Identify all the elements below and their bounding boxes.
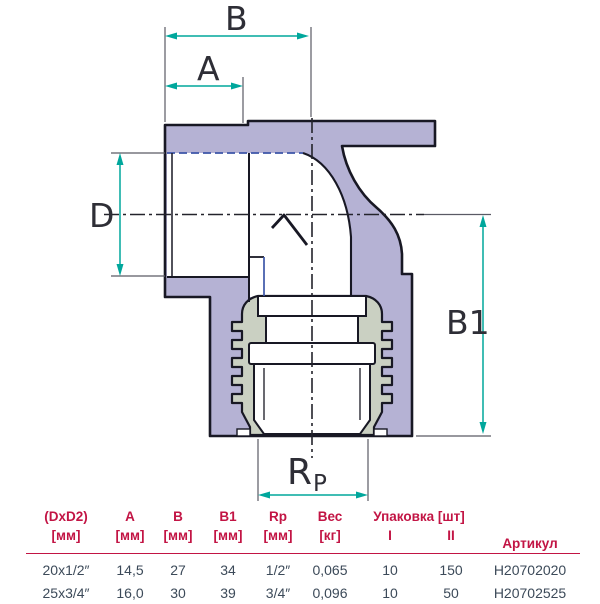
cell-a: 16,0 <box>116 584 144 601</box>
cell-pack-i: 10 <box>382 561 398 578</box>
table-header-row-1: (DxD2) A B B1 Rp Вес Упаковка [шт] Артик… <box>26 506 581 554</box>
dimension-label-a: A <box>197 49 220 88</box>
bottom-notch-right <box>373 428 388 437</box>
col-header-ves: Вес <box>317 509 343 525</box>
elbow-fitting-diagram: B A D B1 R P <box>89 0 491 501</box>
dimension-label-rp-r: R <box>287 452 312 493</box>
cell-rp: 3/4″ <box>265 584 291 601</box>
cell-dxd2: 20x1/2″ <box>42 561 90 578</box>
cell-dxd2: 25x3/4″ <box>42 584 90 601</box>
cell-rp: 1/2″ <box>265 561 291 578</box>
dimension-label-b1: B1 <box>446 303 490 342</box>
cell-pack-i: 10 <box>382 584 398 601</box>
dimension-lines <box>119 35 484 496</box>
table-header-row-2: [мм] [мм] [мм] [мм] [мм] [кг] I II <box>26 526 580 554</box>
cell-ves: 0,065 <box>312 561 348 578</box>
bottom-notch-left <box>236 428 251 437</box>
spec-table: (DxD2) A B B1 Rp Вес Упаковка [шт] Артик… <box>26 506 581 604</box>
col-unit-ves: [кг] <box>302 526 358 554</box>
cell-art: H20702525 <box>493 584 567 601</box>
socket-and-elbow-bore <box>167 153 351 340</box>
cell-b: 30 <box>170 584 186 601</box>
col-header-dxd2: (DxD2) <box>44 509 88 525</box>
table-row: 20x1/2″ 14,5 27 34 1/2″ 0,065 10 150 H20… <box>26 554 580 582</box>
cell-art: H20702020 <box>493 561 567 578</box>
table-row: 25x3/4″ 16,0 30 39 3/4″ 0,096 10 50 H207… <box>26 581 580 604</box>
cell-pack-ii: 150 <box>439 561 463 578</box>
dimension-label-rp-p: P <box>313 471 327 497</box>
technical-drawing: B A D B1 R P <box>89 0 491 501</box>
chamfer-mark <box>270 213 309 246</box>
col-unit-rp: [мм] <box>254 526 302 554</box>
dimension-label-d: D <box>89 196 114 235</box>
cell-ves: 0,096 <box>312 584 348 601</box>
edge-lines <box>167 152 353 302</box>
col-unit-dxd2: [мм] <box>26 526 106 554</box>
col-header-pack-ii: II <box>422 526 481 554</box>
dimension-arrows <box>116 32 487 499</box>
cell-b1: 39 <box>220 584 236 601</box>
col-header-pack-i: I <box>358 526 422 554</box>
col-unit-b1: [мм] <box>202 526 254 554</box>
col-unit-b: [мм] <box>154 526 202 554</box>
centerlines <box>104 118 424 458</box>
col-header-b1: B1 <box>219 509 237 525</box>
col-header-a: A <box>125 509 135 525</box>
col-header-b: B <box>173 509 183 525</box>
col-unit-a: [мм] <box>106 526 154 554</box>
col-header-art: Артикул <box>480 506 581 554</box>
extension-lines <box>111 27 491 501</box>
dimension-label-b: B <box>225 0 248 38</box>
cell-a: 14,5 <box>116 561 144 578</box>
cell-pack-ii: 50 <box>443 584 459 601</box>
cell-b1: 34 <box>220 561 236 578</box>
col-header-rp: Rp <box>269 509 287 525</box>
col-header-pack: Упаковка [шт] <box>373 509 465 525</box>
cell-b: 27 <box>170 561 186 578</box>
